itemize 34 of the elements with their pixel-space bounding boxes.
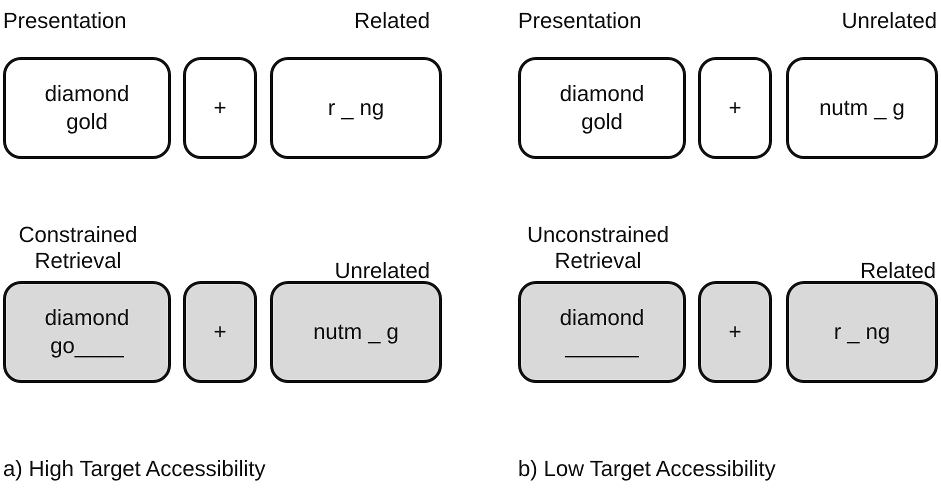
column-heading: Constrained Retrieval [18, 222, 138, 274]
word-box [270, 281, 442, 383]
stimulus-text: diamond gold [44, 80, 130, 136]
word-box [518, 281, 686, 383]
stimulus-text: + [214, 318, 226, 346]
column-heading: Unrelated [840, 8, 937, 34]
column-heading: Unconstrained Retrieval [526, 222, 670, 274]
fixation-box [183, 57, 257, 159]
stimulus-text: nutm _ g [819, 94, 905, 122]
fixation-box [183, 281, 257, 383]
column-heading: Unrelated [334, 258, 430, 284]
stimulus-text: + [728, 94, 742, 122]
stimulus-text: r _ ng [328, 94, 384, 122]
column-heading: Related [353, 8, 430, 34]
word-box [3, 57, 171, 159]
column-heading: Related [859, 258, 936, 284]
word-box [270, 57, 442, 159]
column-heading: Presentation [518, 8, 642, 34]
column-heading: Presentation [3, 8, 127, 34]
stimulus-text: diamond go____ [44, 304, 130, 360]
stimulus-text: + [728, 318, 742, 346]
stimulus-text: diamond ______ [558, 304, 646, 360]
panel-caption: a) High Target Accessibility [3, 456, 266, 482]
stimulus-text: diamond gold [558, 80, 646, 136]
word-box [518, 57, 686, 159]
fixation-box [698, 281, 772, 383]
stimulus-text: nutm _ g [313, 318, 399, 346]
word-box [3, 281, 171, 383]
fixation-box [698, 57, 772, 159]
word-box [786, 281, 938, 383]
stimulus-text: + [214, 94, 226, 122]
panel-caption: b) Low Target Accessibility [518, 456, 776, 482]
stimulus-text: r _ ng [834, 318, 890, 346]
word-box [786, 57, 938, 159]
